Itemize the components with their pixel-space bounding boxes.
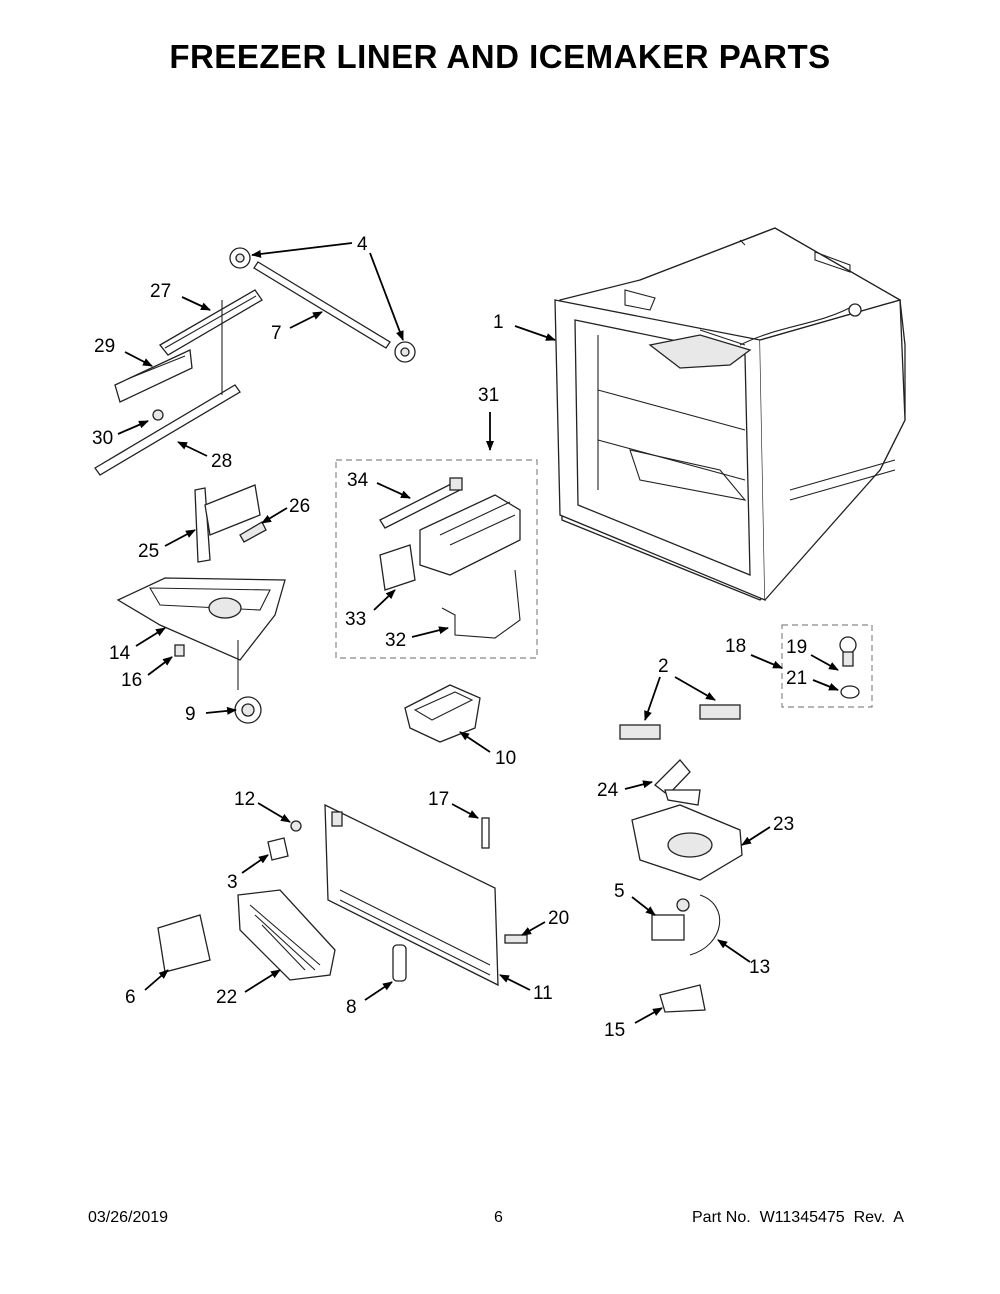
bracket-part-27	[159, 289, 263, 356]
callout-30: 30	[92, 428, 113, 449]
callout-32: 32	[385, 630, 406, 651]
grommet-part-13	[689, 894, 721, 956]
callout-25: 25	[138, 541, 159, 562]
duct-part-6	[157, 914, 211, 973]
callout-3: 3	[227, 872, 238, 893]
callout-29: 29	[94, 336, 115, 357]
callout-34: 34	[347, 470, 369, 491]
callout-27: 27	[150, 281, 171, 302]
callout-11: 11	[533, 983, 553, 1004]
callout-26: 26	[289, 496, 310, 517]
rod-part-7	[253, 261, 391, 349]
motor-bracket-part-15	[659, 984, 706, 1013]
callout-23: 23	[773, 814, 794, 835]
screw-part-12	[290, 820, 302, 832]
dispenser-base-part-14	[116, 577, 286, 690]
callout-33: 33	[345, 609, 366, 630]
callout-5: 5	[614, 881, 625, 902]
callout-9: 9	[185, 704, 196, 725]
callout-10: 10	[495, 748, 516, 769]
callout-20: 20	[548, 908, 569, 929]
ice-bin-part-10	[404, 684, 481, 743]
callout-12: 12	[234, 789, 255, 810]
callout-22: 22	[216, 987, 237, 1008]
clip-part-16	[174, 644, 185, 657]
thermistor-part-17	[481, 817, 490, 849]
page-title: FREEZER LINER AND ICEMAKER PARTS	[169, 38, 831, 75]
damper-part-19	[839, 636, 857, 667]
callout-7: 7	[271, 323, 282, 344]
callout-24: 24	[597, 780, 619, 801]
insulation-part-2-right	[699, 704, 741, 720]
callout-labels: 1 2 3 4 5 6 7 8 9 10 11 12 13 14 15 16 1…	[92, 234, 807, 1041]
gear-part-4-upper	[229, 247, 251, 269]
seal-part-21	[840, 685, 860, 699]
icemaker-part-33	[379, 494, 521, 591]
footer-page-number: 6	[494, 1209, 503, 1226]
callout-31: 31	[478, 385, 499, 406]
freezer-liner-part-1	[554, 227, 906, 601]
callout-leaders	[117, 242, 839, 1024]
callout-1: 1	[493, 312, 504, 333]
callout-21: 21	[786, 668, 807, 689]
fan-blade-part-24	[654, 759, 701, 806]
fan-shroud-part-23	[631, 804, 743, 881]
rear-panel-part-11	[324, 803, 499, 987]
callout-4: 4	[357, 234, 368, 255]
footer-date: 03/26/2019	[88, 1209, 169, 1226]
gear-part-4-lower	[394, 341, 416, 363]
callout-2: 2	[658, 656, 669, 677]
screw-part-30	[152, 409, 164, 421]
callout-6: 6	[125, 987, 136, 1008]
callout-15: 15	[604, 1020, 625, 1041]
wire-harness-part-34	[379, 477, 463, 529]
motor-coupler-part-9	[234, 696, 262, 724]
gasket-part-20	[504, 934, 528, 944]
shutoff-arm-part-32	[441, 569, 521, 639]
fan-motor-part-5	[651, 898, 690, 941]
insulation-part-2-left	[619, 724, 661, 740]
callout-14: 14	[109, 643, 131, 664]
footer-part-number: Part No. W11345475 Rev. A	[692, 1209, 904, 1226]
callout-17: 17	[428, 789, 449, 810]
callout-13: 13	[749, 957, 770, 978]
rail-part-28	[94, 300, 241, 476]
callout-28: 28	[211, 451, 232, 472]
bracket-part-3	[267, 837, 289, 861]
housing-part-29	[114, 349, 193, 403]
callout-18: 18	[725, 636, 746, 657]
bracket-part-25	[194, 484, 261, 563]
light-part-8	[392, 944, 407, 982]
callout-8: 8	[346, 997, 357, 1018]
evaporator-cover-part-22	[237, 889, 336, 981]
screw-part-26	[239, 521, 267, 543]
callout-16: 16	[121, 670, 142, 691]
callout-19: 19	[786, 637, 807, 658]
icemaker-kit-outline-part-31	[335, 459, 538, 659]
